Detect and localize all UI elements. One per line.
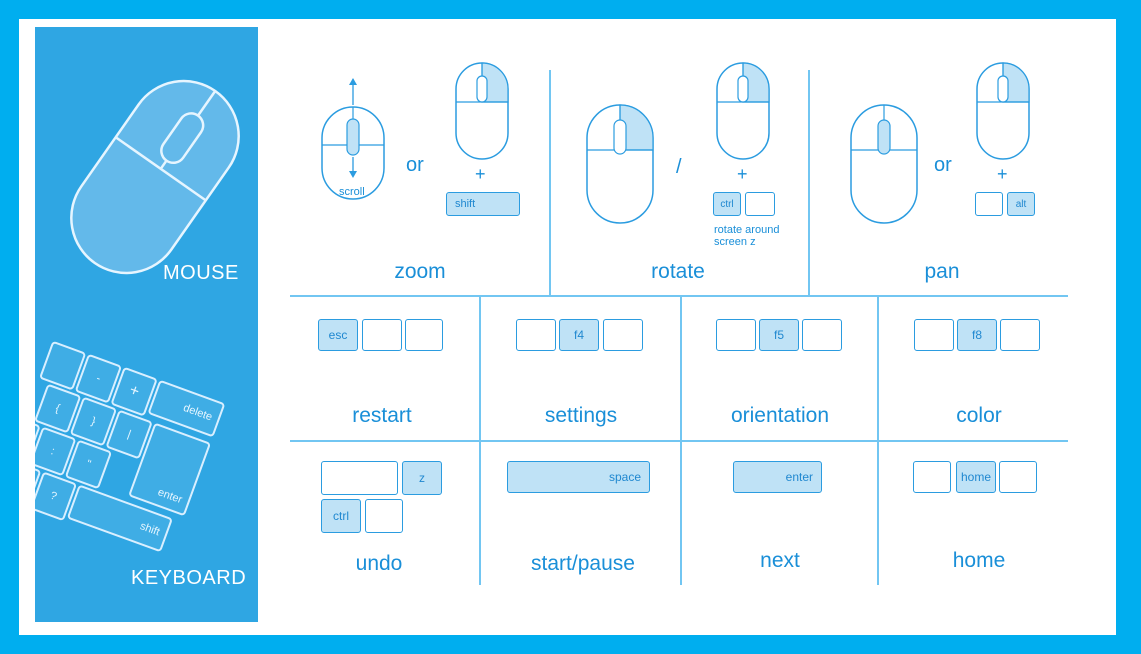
rotate-note-line2: screen z <box>714 236 756 248</box>
z-key: z <box>402 461 442 495</box>
large-mouse-icon <box>70 79 240 275</box>
divider <box>479 440 481 585</box>
blank-key <box>321 461 398 495</box>
blank-key <box>913 461 951 493</box>
divider <box>549 70 551 295</box>
alt-key: alt <box>1007 192 1035 216</box>
blank-key <box>516 319 556 351</box>
blank-key <box>802 319 842 351</box>
blank-key <box>603 319 643 351</box>
ctrl-key: ctrl <box>713 192 741 216</box>
f8-key: f8 <box>957 319 997 351</box>
keyboard-section-label: KEYBOARD <box>131 567 247 589</box>
orientation-label: orientation <box>730 404 830 427</box>
esc-key: esc <box>318 319 358 351</box>
left-click-mouse-icon <box>586 104 654 224</box>
plus-text: + <box>475 164 486 184</box>
blank-key <box>362 319 402 351</box>
shift-key: shift <box>446 192 520 216</box>
blank-key <box>365 499 403 533</box>
rotate-label: rotate <box>651 260 705 283</box>
settings-label: settings <box>544 404 618 427</box>
blank-key <box>914 319 954 351</box>
rotate-note-line1: rotate around <box>714 224 780 236</box>
right-click-mouse-icon <box>455 62 509 160</box>
blank-key <box>1000 319 1040 351</box>
f5-key: f5 <box>759 319 799 351</box>
blank-key <box>745 192 775 216</box>
blank-key <box>405 319 443 351</box>
zoom-label: zoom <box>394 260 446 283</box>
divider <box>680 295 682 440</box>
plus-text: + <box>737 164 748 184</box>
or-text: or <box>406 154 424 176</box>
space-key: space <box>507 461 650 493</box>
blank-key <box>975 192 1003 216</box>
pan-label: pan <box>924 260 960 283</box>
restart-label: restart <box>352 404 412 427</box>
enter-key: enter <box>733 461 822 493</box>
divider <box>877 295 879 440</box>
scroll-label: scroll <box>339 186 365 198</box>
f4-key: f4 <box>559 319 599 351</box>
ctrl-key: ctrl <box>321 499 361 533</box>
plus-text: + <box>997 164 1008 184</box>
divider <box>479 295 481 440</box>
blank-key <box>716 319 756 351</box>
divider <box>808 70 810 295</box>
sidebar: MOUSE - + delete { } | enter : " ? shift… <box>35 27 258 622</box>
slash-text: / <box>676 156 682 178</box>
divider <box>290 295 1068 297</box>
divider <box>680 440 682 585</box>
scroll-mouse-icon <box>321 78 385 200</box>
home-label: home <box>952 549 1006 572</box>
right-click-mouse-icon <box>716 62 770 160</box>
divider <box>877 440 879 585</box>
left-click-mouse-icon <box>850 104 918 224</box>
color-label: color <box>956 404 1002 427</box>
blank-key <box>999 461 1037 493</box>
next-label: next <box>760 549 800 572</box>
divider <box>290 440 1068 442</box>
or-text: or <box>934 154 952 176</box>
mouse-section-label: MOUSE <box>163 262 239 284</box>
start-pause-label: start/pause <box>531 552 635 575</box>
home-key: home <box>956 461 996 493</box>
undo-label: undo <box>355 552 403 575</box>
right-click-mouse-icon <box>976 62 1030 160</box>
